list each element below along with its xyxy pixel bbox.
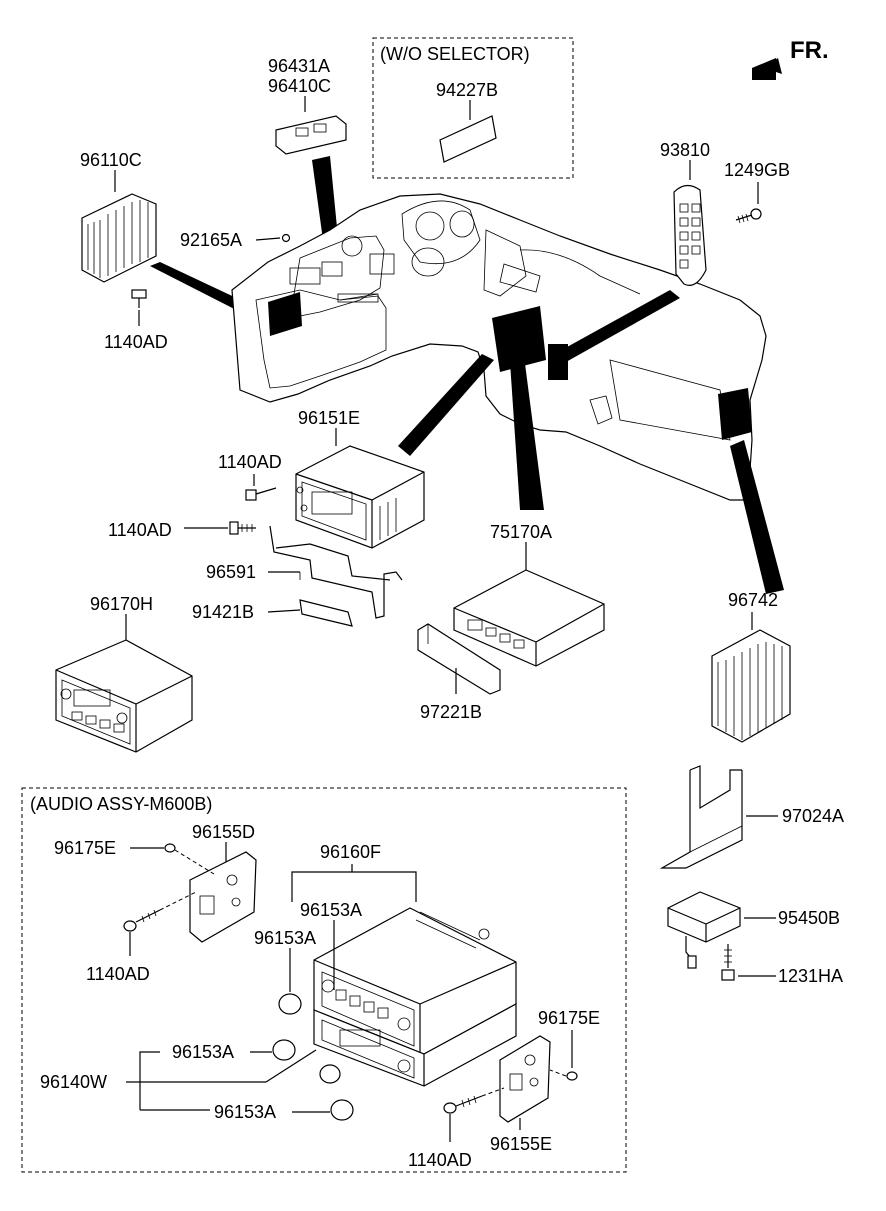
label-1231HA: 1231HA: [778, 966, 843, 986]
control-unit-75170A: [453, 569, 605, 667]
label-1140AD-c: 1140AD: [108, 520, 172, 540]
deck-lower-96140W: [313, 1002, 517, 1087]
label-96110C: 96110C: [80, 150, 142, 170]
leader-93810: [558, 290, 680, 362]
leader-96742: [730, 440, 784, 594]
label-94227B: 94227B: [436, 80, 498, 100]
label-1249GB: 1249GB: [724, 160, 790, 180]
wo-selector-box: [372, 37, 574, 179]
label-96140W: 96140W: [40, 1072, 107, 1092]
bracket-97024A: [659, 765, 743, 869]
amplifier-96110C: [81, 193, 157, 283]
label-96170H: 96170H: [90, 594, 153, 614]
leader-96151E: [398, 354, 494, 456]
label-1140AD-d: 1140AD: [86, 964, 150, 984]
amplifier-96742: [711, 629, 791, 743]
leader-75170A: [510, 356, 544, 510]
blank-cover-94227B: [439, 115, 497, 163]
label-1140AD-b: 1140AD: [218, 452, 282, 472]
audio-assy-box: [21, 787, 627, 1173]
front-direction-arrow-icon: [752, 58, 782, 80]
label-96431A: 96431A: [268, 56, 330, 76]
deck-96160F: [313, 907, 517, 1055]
label-97221B: 97221B: [420, 702, 482, 722]
switch-panel-93810: [673, 184, 707, 286]
switch-96431A: [275, 115, 347, 155]
label-96742: 96742: [728, 590, 778, 610]
knob-96153A-c: [319, 1064, 341, 1084]
clip-92165A: [281, 233, 291, 243]
label-96591: 96591: [206, 562, 256, 582]
screw-96175E-a: [164, 843, 215, 875]
label-96175E-a: 96175E: [54, 838, 116, 858]
screw-1140AD-a: [131, 289, 147, 308]
screw-1140AD-c: [229, 521, 256, 535]
screw-1140AD-b: [245, 487, 277, 501]
audio-assy-label: (AUDIO ASSY-M600B): [30, 794, 212, 814]
head-unit-96151E: [295, 445, 425, 549]
knob-96153A-a: [278, 993, 302, 1015]
label-91421B: 91421B: [192, 602, 254, 622]
pad-91421B: [299, 599, 353, 627]
center-fascia-block: [268, 292, 752, 440]
label-1140AD-e: 1140AD: [408, 1150, 472, 1170]
wo-selector-label: (W/O SELECTOR): [380, 44, 530, 64]
bracket-96155D: [189, 851, 257, 943]
label-96155D: 96155D: [192, 822, 255, 842]
label-96153A-d: 96153A: [214, 1102, 276, 1122]
label-96153A-c: 96153A: [172, 1042, 234, 1062]
label-96151E: 96151E: [298, 408, 360, 428]
label-93810: 93810: [660, 140, 710, 160]
label-96153A-b: 96153A: [254, 928, 316, 948]
knob-96153A-d: [330, 1099, 354, 1121]
label-1140AD-a: 1140AD: [104, 332, 168, 352]
cover-97221B: [417, 623, 501, 695]
screw-1249GB: [735, 208, 762, 224]
bracket-96591: [269, 525, 403, 619]
label-95450B: 95450B: [778, 908, 840, 928]
label-75170A: 75170A: [490, 522, 552, 542]
head-unit-96170H: [55, 639, 193, 753]
front-direction-label: FR.: [790, 37, 829, 64]
label-97024A: 97024A: [782, 806, 844, 826]
label-96175E-b: 96175E: [538, 1008, 600, 1028]
label-96160F: 96160F: [320, 842, 381, 862]
label-96410C: 96410C: [268, 76, 331, 96]
module-95450B: [667, 891, 741, 969]
label-96155E: 96155E: [490, 1134, 552, 1154]
screw-96175E-b: [549, 1069, 578, 1081]
label-96153A-a: 96153A: [300, 900, 362, 920]
screw-1140AD-d: [123, 891, 197, 932]
screw-1231HA: [721, 944, 735, 981]
bracket-96155E: [499, 1035, 551, 1123]
screw-1140AD-e: [443, 1087, 505, 1114]
knob-96153A-b: [272, 1039, 296, 1061]
label-92165A: 92165A: [180, 230, 242, 250]
